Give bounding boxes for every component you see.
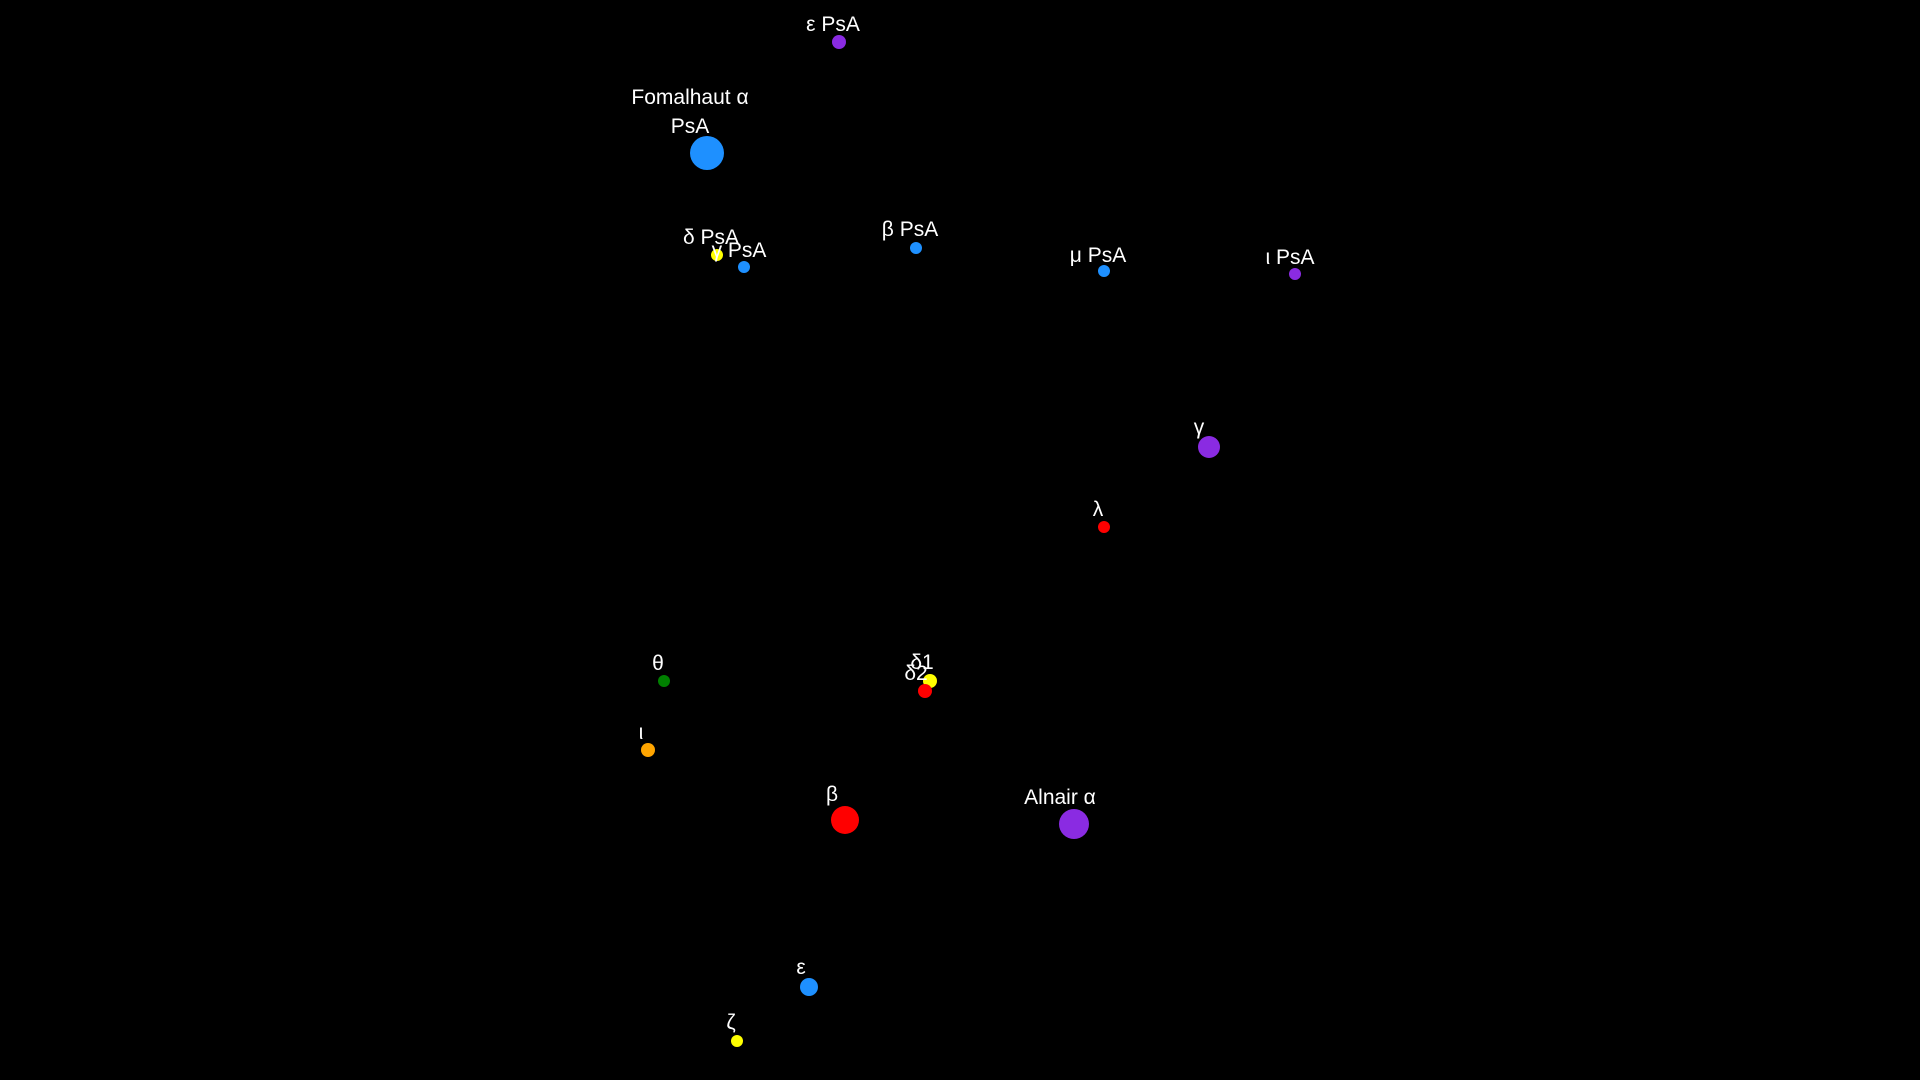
star-label-delta1-gru: δ1: [910, 651, 933, 674]
star-beta-psa: β PsA: [882, 218, 938, 254]
star-epsilon-psa: ε PsA: [806, 13, 860, 49]
star-label-delta2-gru: δ2: [904, 662, 927, 685]
star-dot-alnair: [1059, 809, 1089, 839]
star-dot-lambda-gru: [1098, 521, 1110, 533]
star-epsilon-gru: ε: [796, 956, 818, 996]
star-dot-zeta-gru: [731, 1035, 743, 1047]
star-label-lambda-gru: λ: [1093, 498, 1104, 521]
star-label-gamma-psa: γ PsA: [712, 239, 767, 262]
star-dot-iota-gru: [641, 743, 655, 757]
star-gamma-psa: γ PsA: [712, 239, 767, 273]
star-label-epsilon-psa: ε PsA: [806, 13, 860, 36]
star-label-beta-psa: β PsA: [882, 218, 938, 241]
star-iota-gru: ι: [639, 721, 655, 757]
star-theta-gru: θ: [652, 652, 670, 687]
star-label-epsilon-gru: ε: [796, 956, 805, 979]
star-alnair: Alnair α: [1024, 786, 1096, 839]
star-lambda-gru: λ: [1093, 498, 1110, 533]
star-dot-beta-psa: [910, 242, 922, 254]
star-gamma-gru: γ: [1194, 416, 1220, 458]
star-delta2-gru: δ2: [904, 662, 932, 698]
star-mu-psa: μ PsA: [1070, 244, 1126, 277]
star-label-delta-psa: δ PsA: [683, 226, 739, 249]
star-dot-gamma-gru: [1198, 436, 1220, 458]
star-dot-fomalhaut: [690, 136, 724, 170]
star-label-beta-gru: β: [826, 783, 838, 806]
star-dot-mu-psa: [1098, 265, 1110, 277]
star-dot-theta-gru: [658, 675, 670, 687]
star-iota-psa: ι PsA: [1265, 246, 1315, 280]
star-label-gamma-gru: γ: [1194, 416, 1205, 439]
star-label-alnair: Alnair α: [1024, 786, 1096, 809]
star-dot-gamma-psa: [738, 261, 750, 273]
star-dot-epsilon-psa: [832, 35, 846, 49]
star-dot-delta-psa: [711, 249, 723, 261]
star-delta-psa: δ PsA: [683, 226, 739, 261]
star-dot-iota-psa: [1289, 268, 1301, 280]
star-label-zeta-gru: ζ: [726, 1011, 735, 1034]
star-label-iota-gru: ι: [639, 721, 644, 744]
star-beta-gru: β: [826, 783, 859, 834]
star-zeta-gru: ζ: [726, 1011, 743, 1047]
star-dot-beta-gru: [831, 806, 859, 834]
star-dot-epsilon-gru: [800, 978, 818, 996]
star-dot-delta2-gru: [918, 684, 932, 698]
star-label-theta-gru: θ: [652, 652, 664, 675]
star-label-iota-psa: ι PsA: [1265, 246, 1314, 269]
star-label-mu-psa: μ PsA: [1070, 244, 1126, 267]
